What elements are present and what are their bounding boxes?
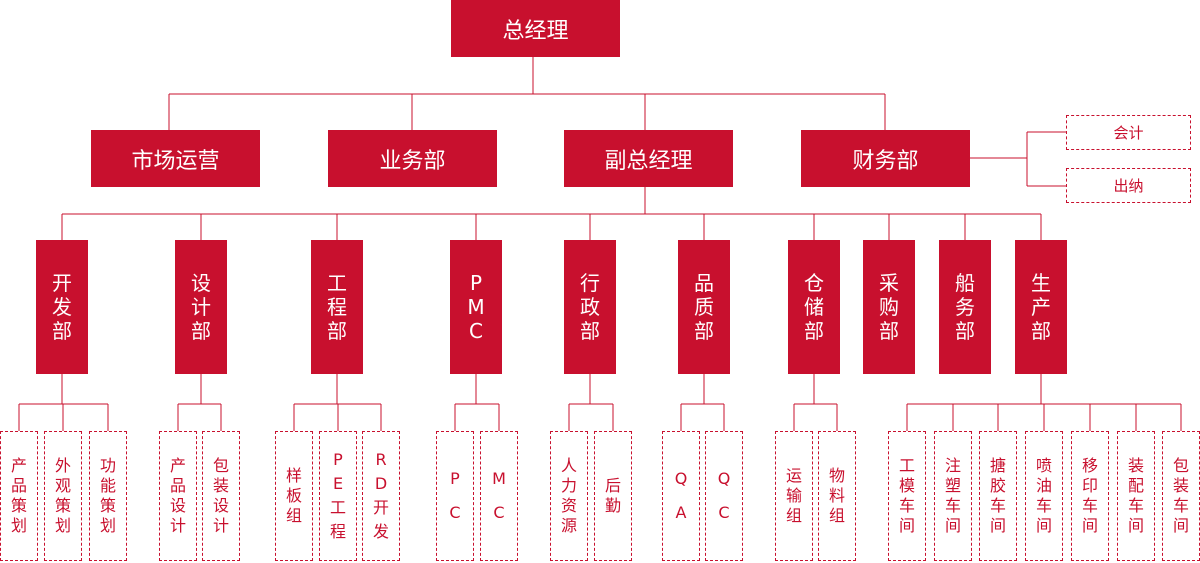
dept-warehouse: 仓储部: [788, 240, 840, 374]
dept-pmc: PMC: [450, 240, 502, 374]
subunit-warehouse-1: 运输组: [775, 431, 813, 561]
node-market: 市场运营: [91, 130, 260, 187]
subunit-label: 物料组: [829, 466, 846, 525]
subunit-production-3: 搪胶车间: [979, 431, 1017, 561]
subunit-label: 注塑车间: [945, 456, 962, 535]
node-sales: 业务部: [328, 130, 497, 187]
subunit-label: 喷油车间: [1036, 456, 1053, 535]
subunit-production-2: 注塑车间: [934, 431, 972, 561]
node-label: 总经理: [502, 18, 569, 44]
subunit-label: 运输组: [786, 466, 803, 525]
subunit-label: 装配车间: [1128, 456, 1145, 535]
node-label: 业务部: [379, 148, 446, 174]
subunit-admin-2: 后勤: [594, 431, 632, 561]
subunit-label: 产品策划: [11, 456, 28, 535]
dept-purchase: 采购部: [863, 240, 915, 374]
node-vgm: 副总经理: [564, 130, 733, 187]
subunit-dev-3: 功能策划: [89, 431, 127, 561]
subunit-admin-1: 人力资源: [550, 431, 588, 561]
subunit-eng-3: RD开发: [362, 431, 400, 561]
dept-qa: 品质部: [678, 240, 730, 374]
dept-label: 仓储部: [804, 271, 824, 343]
dept-label: 行政部: [580, 271, 600, 343]
subunit-production-7: 包装车间: [1162, 431, 1200, 561]
node-finance: 财务部: [801, 130, 970, 187]
node-label: 市场运营: [131, 148, 220, 174]
dept-label: 品质部: [694, 271, 714, 343]
dept-label: 设计部: [191, 271, 211, 343]
node-cashier: 出纳: [1066, 168, 1191, 203]
subunit-pmc-2: MC: [480, 431, 518, 561]
subunit-label: QC: [717, 469, 731, 522]
dept-shipping: 船务部: [939, 240, 991, 374]
dept-production: 生产部: [1015, 240, 1067, 374]
dept-label: 工程部: [327, 271, 347, 343]
subunit-design-1: 产品设计: [159, 431, 197, 561]
subunit-label: 移印车间: [1082, 456, 1099, 535]
dept-label: 开发部: [52, 271, 72, 343]
dept-design: 设计部: [175, 240, 227, 374]
node-label: 财务部: [852, 148, 919, 174]
subunit-label: 产品设计: [170, 456, 187, 535]
subunit-label: RD开发: [373, 450, 390, 541]
subunit-design-2: 包装设计: [202, 431, 240, 561]
dept-dev: 开发部: [36, 240, 88, 374]
subunit-eng-1: 样板组: [275, 431, 313, 561]
subunit-label: 包装车间: [1173, 456, 1190, 535]
subunit-dev-1: 产品策划: [0, 431, 38, 561]
dept-label: 采购部: [879, 271, 899, 343]
subunit-qa-2: QC: [705, 431, 743, 561]
dept-label: PMC: [467, 271, 485, 343]
subunit-dev-2: 外观策划: [44, 431, 82, 561]
subunit-label: 工模车间: [899, 456, 916, 535]
subunit-eng-2: PE工程: [319, 431, 357, 561]
subunit-qa-1: QA: [662, 431, 700, 561]
subunit-warehouse-2: 物料组: [818, 431, 856, 561]
node-accounting: 会计: [1066, 115, 1191, 150]
subunit-label: 外观策划: [55, 456, 72, 535]
subunit-label: 人力资源: [561, 456, 578, 535]
node-label: 副总经理: [604, 148, 693, 174]
subunit-label: PC: [449, 469, 461, 522]
subunit-label: 功能策划: [100, 456, 117, 535]
subunit-label: 包装设计: [213, 456, 230, 535]
node-general-manager: 总经理: [451, 0, 620, 57]
dept-eng: 工程部: [311, 240, 363, 374]
subunit-label: 后勤: [605, 476, 622, 515]
subunit-production-6: 装配车间: [1117, 431, 1155, 561]
subunit-pmc-1: PC: [436, 431, 474, 561]
subunit-production-4: 喷油车间: [1025, 431, 1063, 561]
subunit-label: 样板组: [286, 466, 303, 525]
dept-admin: 行政部: [564, 240, 616, 374]
subunit-production-5: 移印车间: [1071, 431, 1109, 561]
dept-label: 生产部: [1031, 271, 1051, 343]
subunit-label: PE工程: [330, 450, 347, 541]
subunit-production-1: 工模车间: [888, 431, 926, 561]
subunit-label: 搪胶车间: [990, 456, 1007, 535]
subunit-label: MC: [492, 469, 506, 522]
subunit-label: QA: [674, 469, 688, 522]
dept-label: 船务部: [955, 271, 975, 343]
